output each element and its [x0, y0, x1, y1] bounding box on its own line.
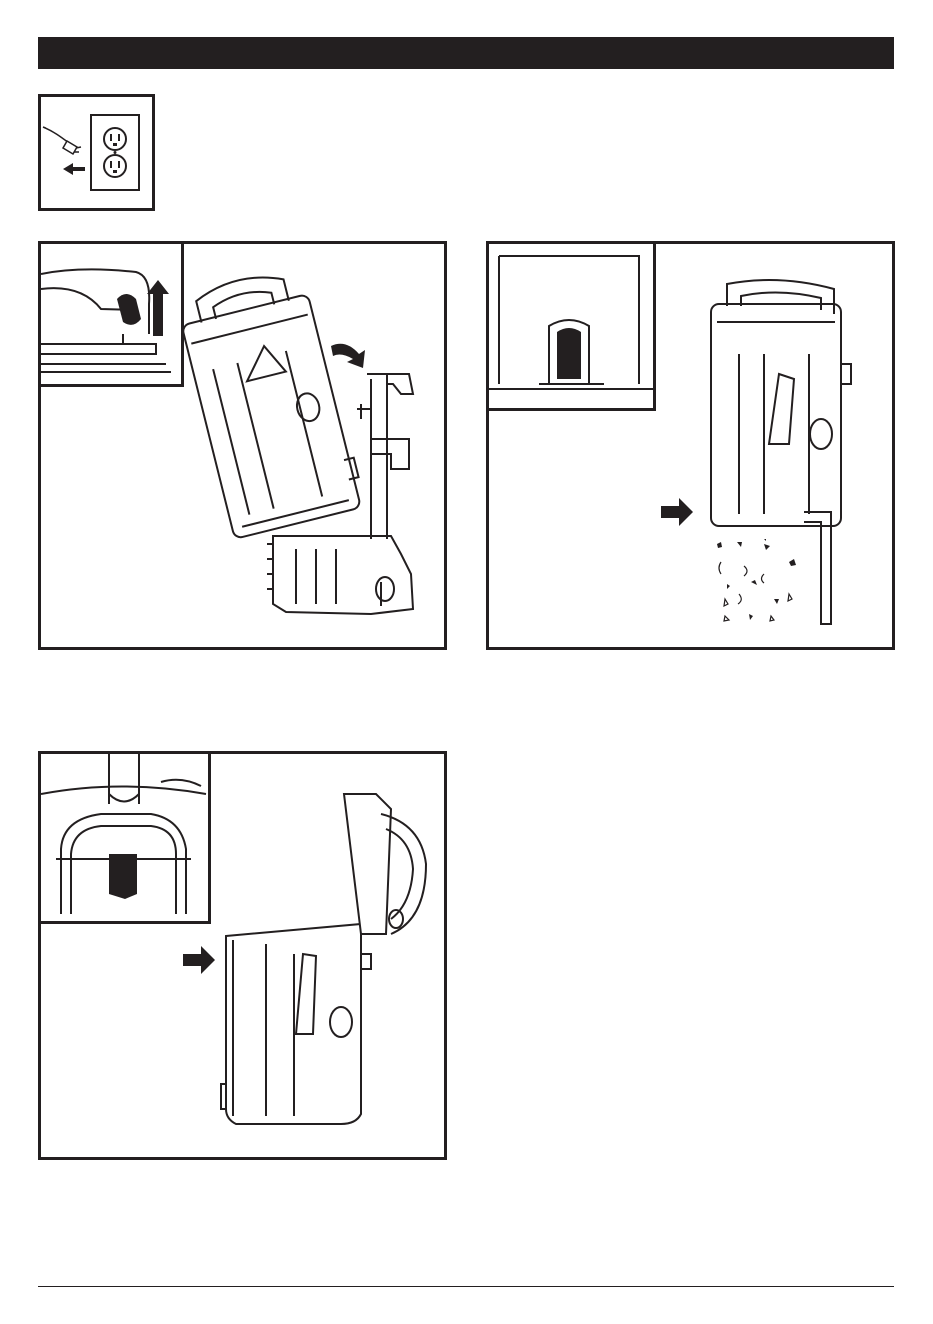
empty-dirt-cup-panel	[486, 241, 895, 650]
release-latch-inset	[486, 241, 656, 411]
lift-canister-panel	[38, 241, 447, 650]
lid-latch-inset	[38, 751, 211, 924]
footer-rule	[38, 1286, 894, 1287]
open-lid-panel	[38, 751, 447, 1160]
release-button-icon	[41, 244, 181, 384]
plug-outlet-icon	[41, 97, 152, 208]
lid-latch-icon	[41, 754, 208, 921]
release-latch-icon	[489, 244, 653, 408]
section-header-bar	[38, 37, 894, 69]
unplug-panel	[38, 94, 155, 211]
release-button-inset	[38, 241, 184, 387]
